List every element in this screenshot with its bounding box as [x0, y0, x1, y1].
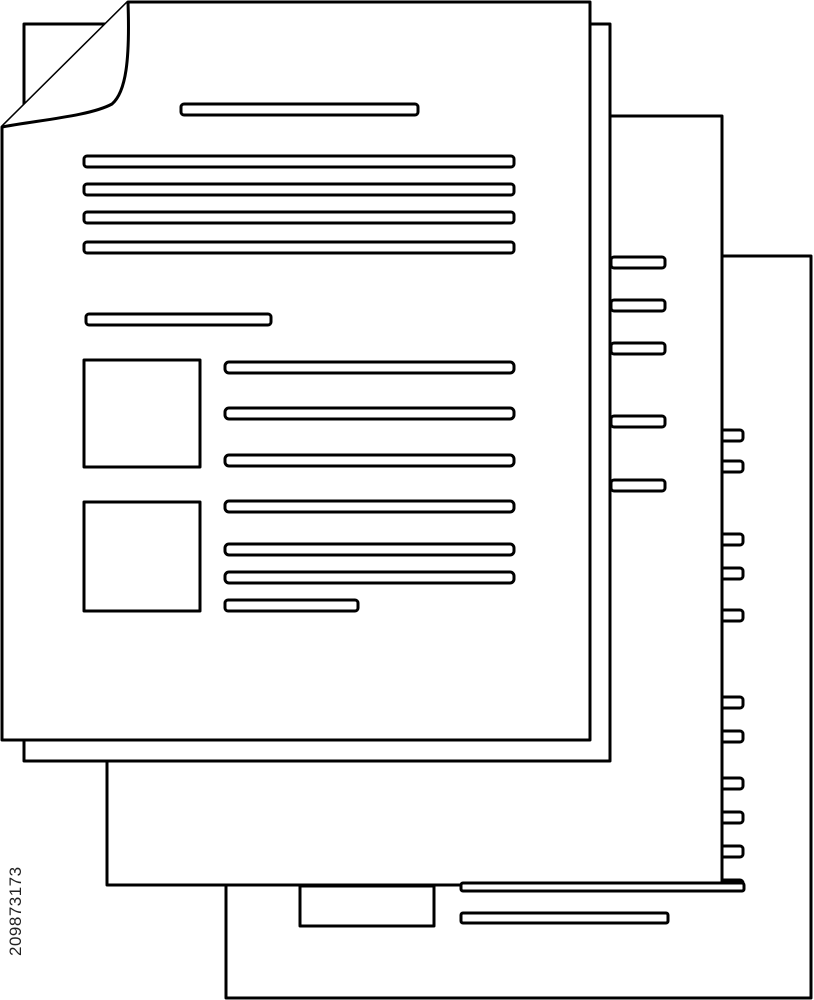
back-page-tabs: [718, 428, 745, 893]
item-lines: [223, 360, 516, 613]
middle-page-tabs: [609, 255, 667, 493]
page-title-line: [179, 102, 420, 117]
back-page-box: [298, 884, 436, 928]
folded-corner: [1, 1, 130, 129]
back-page-line: [459, 911, 670, 925]
image-placeholder-1: [82, 358, 202, 469]
paragraph-lines: [82, 154, 516, 255]
subheading-line: [84, 312, 273, 327]
image-placeholder-2: [82, 500, 202, 613]
stock-id-label: 209873173: [6, 866, 25, 956]
front-page: [0, 0, 592, 742]
middle-page-line: [459, 881, 746, 893]
